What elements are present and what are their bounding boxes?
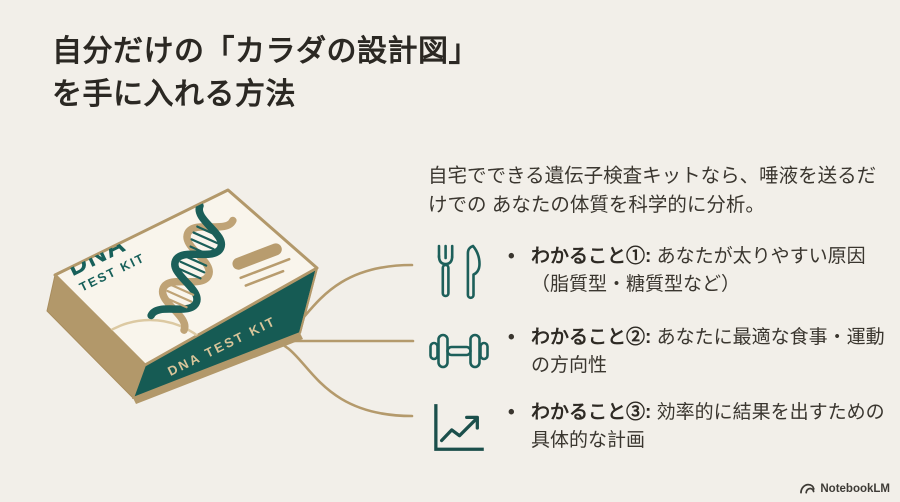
chart-up-icon bbox=[434, 404, 484, 451]
list-item-1: • わかること①: あなたが太りやすい原因（脂質型・糖質型など） bbox=[428, 243, 892, 305]
bullet-label: わかること②: bbox=[531, 327, 652, 348]
bullet-marker: • bbox=[508, 327, 515, 348]
page-title-line1: 自分だけの「カラダの設計図」 bbox=[52, 35, 479, 68]
page-title-line2: を手に入れる方法 bbox=[52, 78, 296, 111]
box-top-label-lines bbox=[232, 243, 291, 287]
dna-test-kit-box: DNA TEST KIT bbox=[46, 188, 319, 404]
fork-knife-icon bbox=[437, 244, 481, 300]
intro-text: 自宅でできる遺伝子検査キットなら、唾液を送るだけでの あなたの体質を科学的に分析… bbox=[428, 165, 877, 216]
watermark: NotebookLM bbox=[799, 482, 890, 495]
bullet-body: あなたに最適な食事・運動の方向性 bbox=[531, 327, 885, 376]
bullet-label: わかること③: bbox=[531, 402, 652, 423]
bullet-label: わかること①: bbox=[531, 246, 652, 267]
dna-helix-graphic bbox=[147, 202, 237, 334]
dna-kit-illustration: DNA TEST KIT bbox=[46, 188, 415, 418]
bullet-marker: • bbox=[508, 402, 515, 423]
box-bottom-edge bbox=[133, 333, 303, 404]
page-title: 自分だけの「カラダの設計図」 を手に入れる方法 bbox=[52, 30, 479, 116]
bullet-body: 効率的に結果を出すための具体的な計画 bbox=[531, 402, 885, 451]
bullet-body: あなたが太りやすい原因（脂質型・糖質型など） bbox=[531, 246, 866, 295]
notebooklm-logo-icon bbox=[800, 483, 816, 494]
content-column: 自宅でできる遺伝子検査キットなら、唾液を送るだけでの あなたの体質を科学的に分析… bbox=[428, 162, 892, 474]
bullet-marker: • bbox=[508, 246, 515, 267]
dumbbell-icon bbox=[429, 333, 489, 369]
list-item-3: • わかること③: 効率的に結果を出すための具体的な計画 bbox=[428, 399, 892, 455]
brand-label: NotebookLM bbox=[820, 482, 890, 495]
list-item-2: • わかること②: あなたに最適な食事・運動の方向性 bbox=[428, 324, 892, 380]
